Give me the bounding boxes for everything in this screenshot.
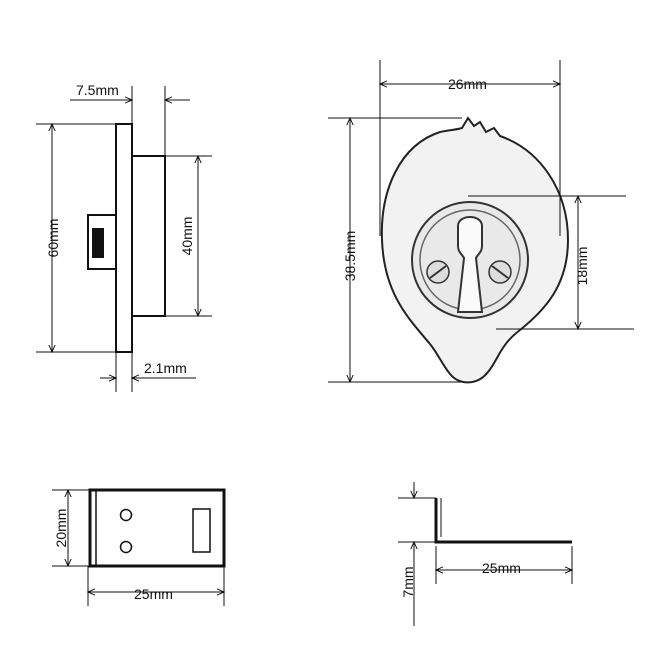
strike-hole-bottom (119, 540, 133, 554)
strike-slot (192, 508, 211, 553)
dim-escutcheon-keyhole: 18mm (574, 247, 590, 286)
side-latch-slot (92, 228, 104, 258)
side-view: 7.5mm 60mm 40mm 2.1mm (36, 82, 212, 392)
dim-bracket-length: 25mm (482, 560, 521, 576)
side-lock-body (131, 155, 166, 317)
dim-strike-height: 20mm (53, 509, 69, 548)
dim-strike-width: 25mm (134, 586, 173, 602)
bracket-profile (434, 498, 572, 544)
strike-hole-top (119, 508, 133, 522)
bracket-view: 7mm 25mm (398, 482, 572, 626)
dim-side-height: 60mm (45, 219, 61, 258)
dim-escutcheon-height: 38.5mm (342, 231, 358, 282)
keyhole-icon (456, 216, 484, 313)
dim-side-body-height: 40mm (179, 217, 195, 256)
side-plate (115, 123, 133, 353)
strike-plate-view: 20mm 25mm (52, 488, 226, 606)
escutcheon-view: 26mm 38.5mm 18mm (328, 60, 634, 384)
dim-bracket-height: 7mm (400, 566, 416, 597)
dim-side-plate: 2.1mm (144, 360, 187, 376)
dim-side-depth: 7.5mm (76, 82, 119, 98)
dim-escutcheon-width: 26mm (448, 76, 487, 92)
